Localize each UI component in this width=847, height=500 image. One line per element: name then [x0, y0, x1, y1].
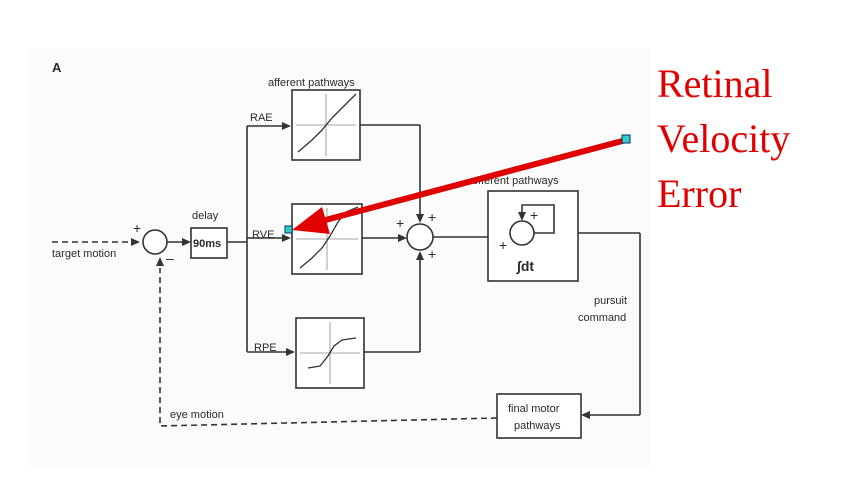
annotation-line2: Velocity [657, 116, 790, 161]
integrator-sum-junction [509, 220, 535, 246]
integrator-plus-top: + [530, 207, 538, 223]
target-motion-arrowhead [131, 238, 140, 246]
input-sum-junction [142, 229, 168, 255]
eye-motion-arrowhead [156, 257, 164, 266]
afferent-label: afferent pathways [268, 77, 355, 89]
delay-box [190, 227, 228, 259]
motor-input-arrowhead [581, 411, 590, 419]
annotation-line3: Error [657, 171, 741, 216]
final-motor-line2: pathways [514, 420, 561, 432]
eye-motion-label: eye motion [170, 409, 224, 421]
integrator-feedback-arrowhead [518, 212, 526, 221]
rve-sum-arrowhead [398, 234, 407, 242]
delay-arrowhead [182, 238, 191, 246]
rpe-transfer-curve [307, 337, 357, 369]
main-sum-plus-left: + [396, 215, 404, 231]
main-sum-plus-top: + [428, 209, 436, 225]
input-sum-plus: + [133, 220, 141, 236]
main-sum-plus-bottom: + [428, 246, 436, 262]
annotation-arrow-head [292, 207, 330, 234]
target-motion-label: target motion [52, 248, 116, 260]
panel-label: A [52, 60, 62, 75]
integrator-plus-left: + [499, 237, 507, 253]
delay-value: 90ms [193, 238, 221, 250]
delay-title: delay [192, 210, 219, 222]
rpe-label: RPE [254, 342, 277, 354]
annotation-arrow-handle[interactable] [621, 134, 631, 144]
rve-arrowhead [282, 234, 291, 242]
eye-motion-feedback-line [159, 268, 498, 427]
final-motor-line1: final motor [508, 403, 560, 415]
integrator-feedback-loop [521, 204, 555, 234]
pursuit-label-line2: command [578, 312, 626, 324]
rpe-sum-arrowhead [416, 251, 424, 260]
rae-label: RAE [250, 112, 273, 124]
rae-arrowhead [282, 122, 291, 130]
rae-transfer-curve [297, 93, 357, 153]
rpe-arrowhead [286, 348, 295, 356]
annotation-line1: Retinal [657, 61, 773, 106]
annotation-anchor-marker [284, 225, 293, 234]
pursuit-label-line1: pursuit [594, 295, 627, 307]
rae-sum-arrowhead [416, 214, 424, 223]
integrator-label: ∫dt [516, 258, 534, 275]
annotation-arrow-shaft [317, 137, 627, 225]
input-sum-minus: – [166, 250, 174, 266]
rve-label: RVE [252, 229, 274, 241]
final-motor-box [496, 393, 582, 439]
